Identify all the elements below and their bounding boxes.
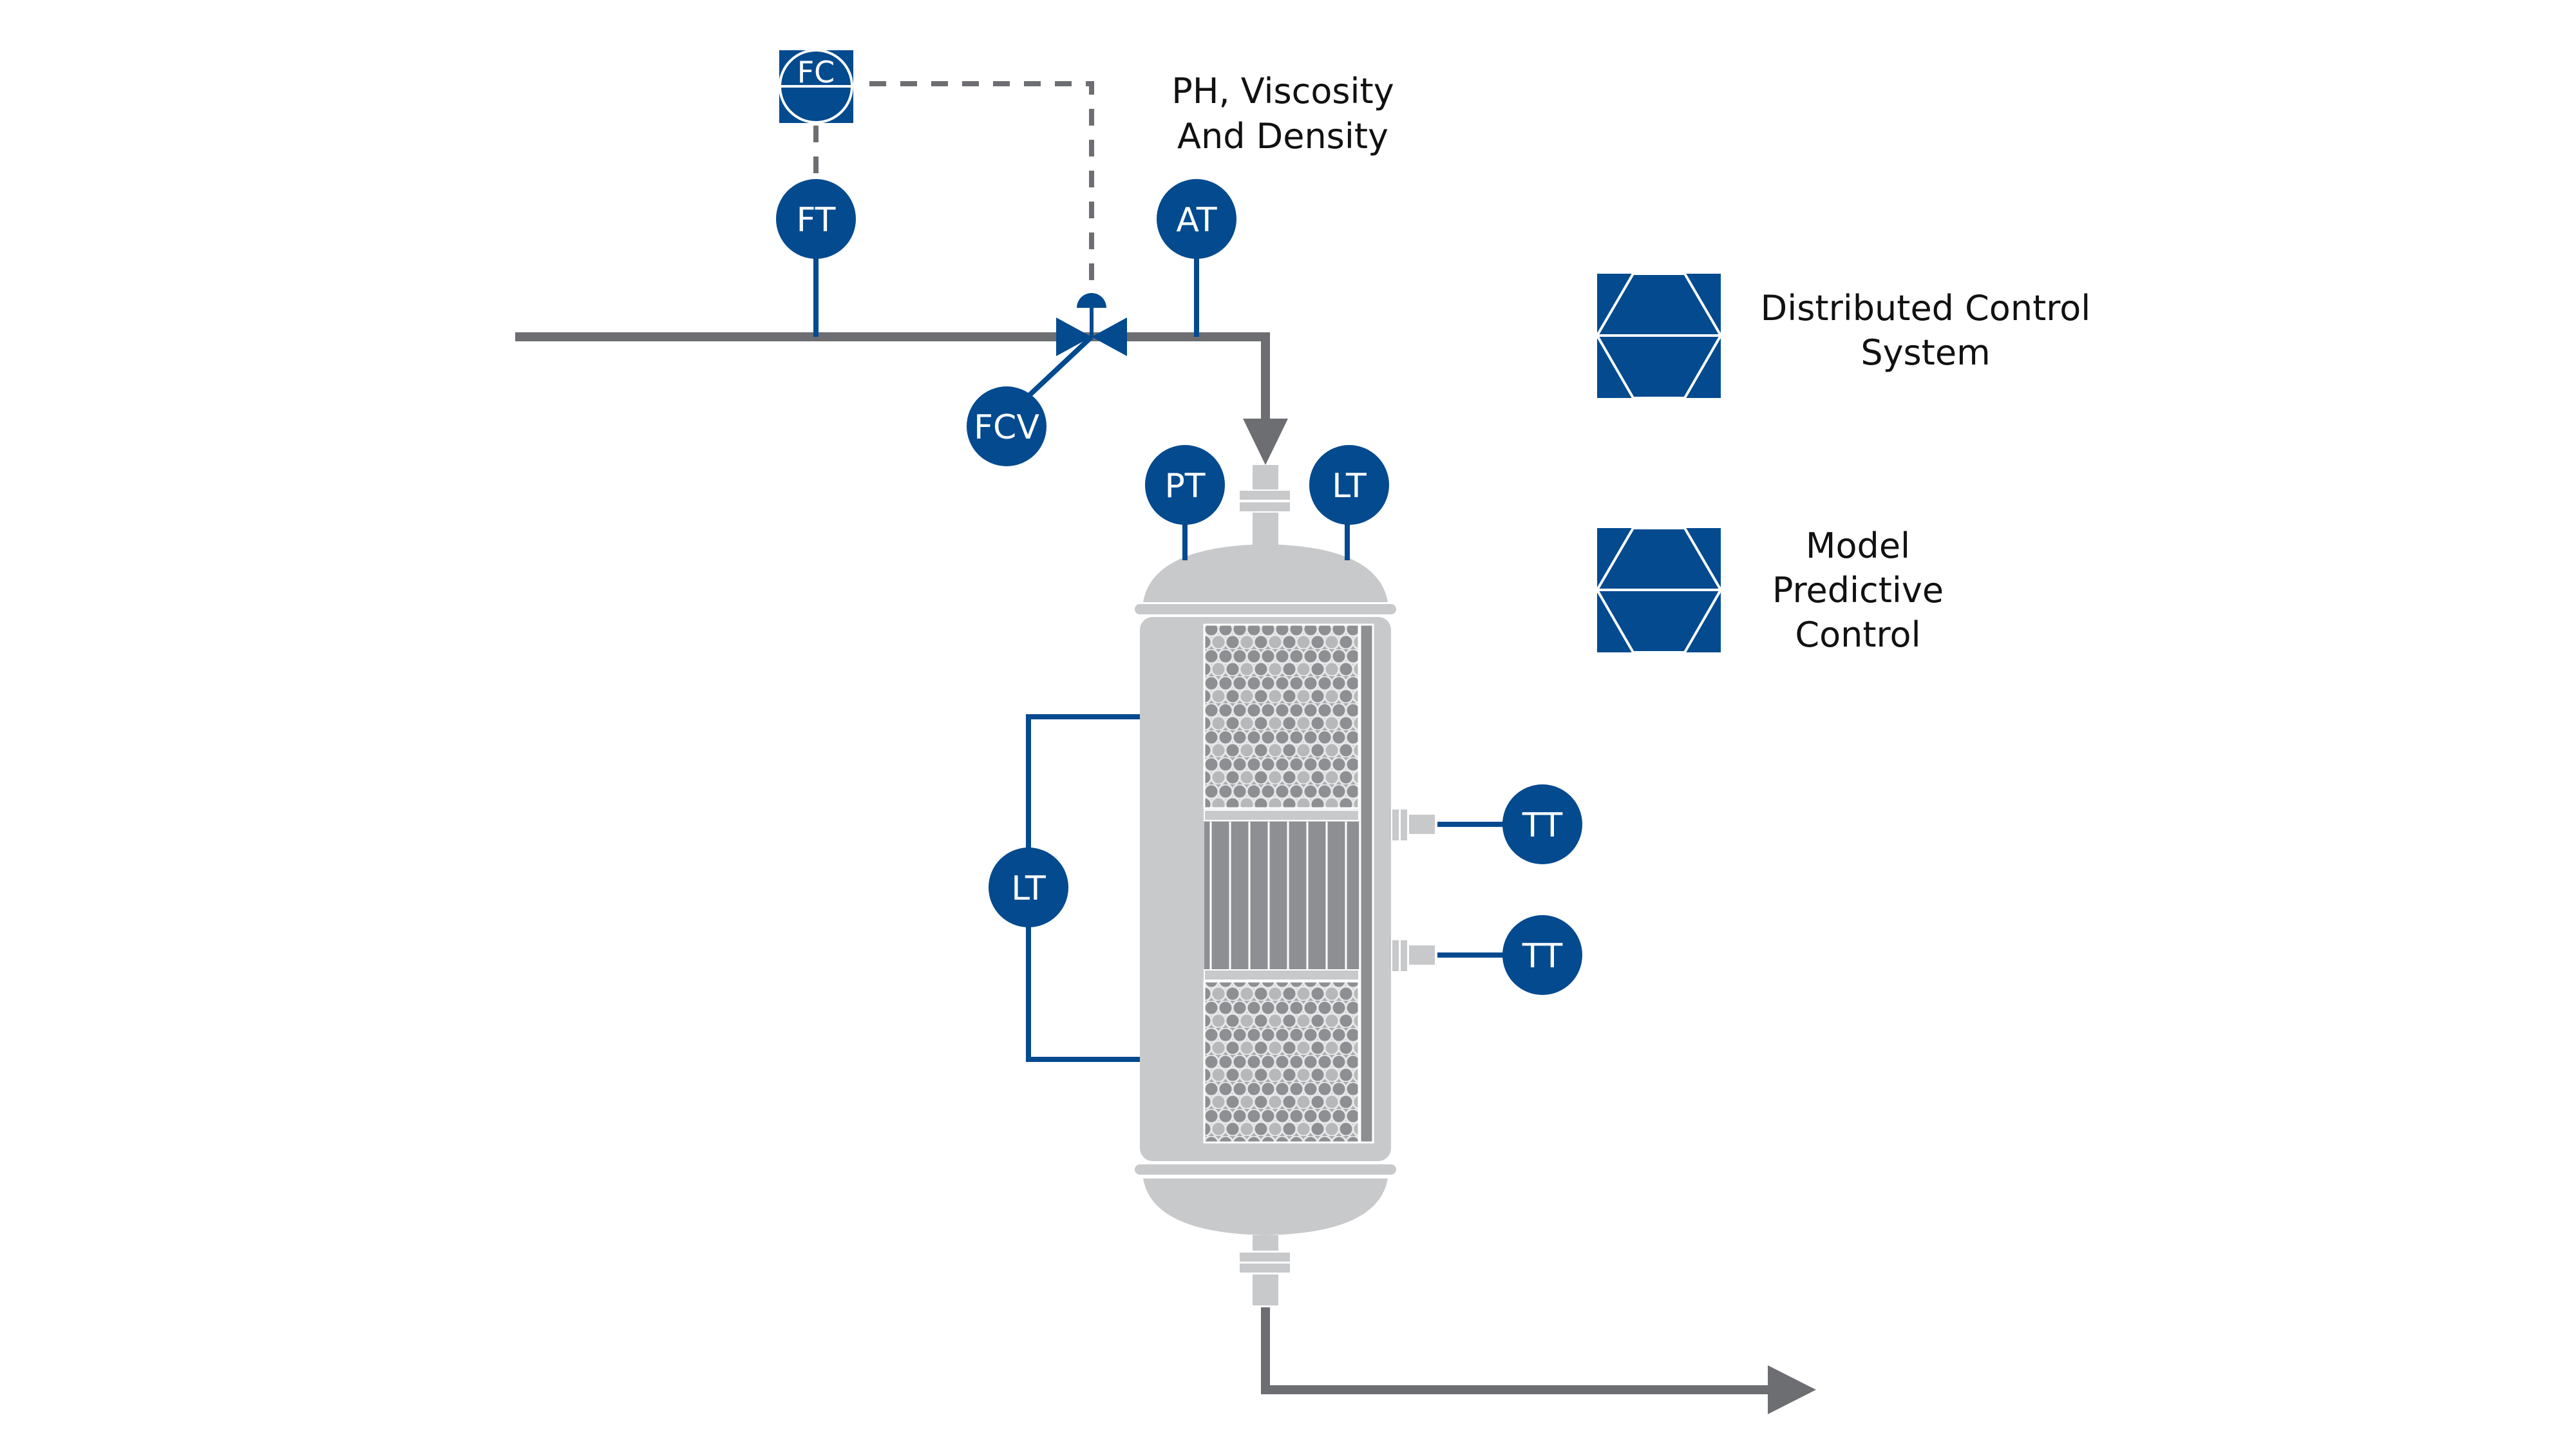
legend-mpc-line-1: Model (1806, 526, 1910, 566)
inlet-flow-arrow-icon (1243, 419, 1288, 465)
tt-upper-label: TT (1522, 806, 1563, 845)
legend-item-mpc: Model Predictive Control (1595, 526, 1944, 655)
reactor-vessel (1135, 465, 1396, 1305)
dcs-symbol-icon (1595, 272, 1723, 399)
legend-dcs-line-1: Distributed Control (1761, 288, 2091, 328)
upper-packing-bed (1203, 623, 1360, 810)
analyzer-transmitter-at[interactable]: AT (1157, 179, 1236, 337)
ft-label: FT (797, 201, 836, 240)
annotation-line-2: And Density (1177, 116, 1388, 156)
pt-label: PT (1164, 467, 1205, 506)
analyzer-annotation: PH, Viscosity And Density (1171, 71, 1394, 156)
fc-label: FC (797, 55, 835, 90)
flow-transmitter-ft[interactable]: FT (776, 179, 856, 337)
control-signal-lines (813, 81, 1094, 303)
at-label: AT (1176, 201, 1217, 240)
flow-controller-fc[interactable]: FC (779, 49, 853, 124)
flow-control-valve-fcv[interactable]: FCV (967, 386, 1046, 466)
outlet-pipe (1261, 1307, 1816, 1414)
mpc-symbol-icon (1595, 527, 1723, 654)
lower-packing-bed (1203, 980, 1360, 1144)
fcv-label: FCV (974, 408, 1039, 447)
tt-lower-label: TT (1522, 937, 1563, 976)
temperature-transmitter-upper[interactable]: TT (1392, 784, 1582, 864)
control-valve-icon[interactable] (1027, 293, 1127, 398)
outlet-flow-arrow-icon (1768, 1365, 1816, 1414)
pressure-transmitter-pt[interactable]: PT (1145, 445, 1225, 560)
annotation-line-1: PH, Viscosity (1171, 71, 1394, 111)
temperature-transmitter-lower[interactable]: TT (1392, 915, 1582, 995)
tube-bundle (1204, 822, 1359, 970)
lt-side-label: LT (1011, 869, 1046, 908)
legend-mpc-line-3: Control (1795, 614, 1920, 655)
lt-top-label: LT (1332, 467, 1367, 506)
level-transmitter-top[interactable]: LT (1309, 445, 1389, 560)
legend-mpc-line-2: Predictive (1772, 570, 1944, 611)
inlet-pipe (515, 332, 1288, 465)
legend-dcs-line-2: System (1861, 332, 1990, 373)
level-transmitter-side[interactable]: LT (989, 714, 1140, 1062)
legend-item-dcs: Distributed Control System (1595, 272, 2091, 399)
